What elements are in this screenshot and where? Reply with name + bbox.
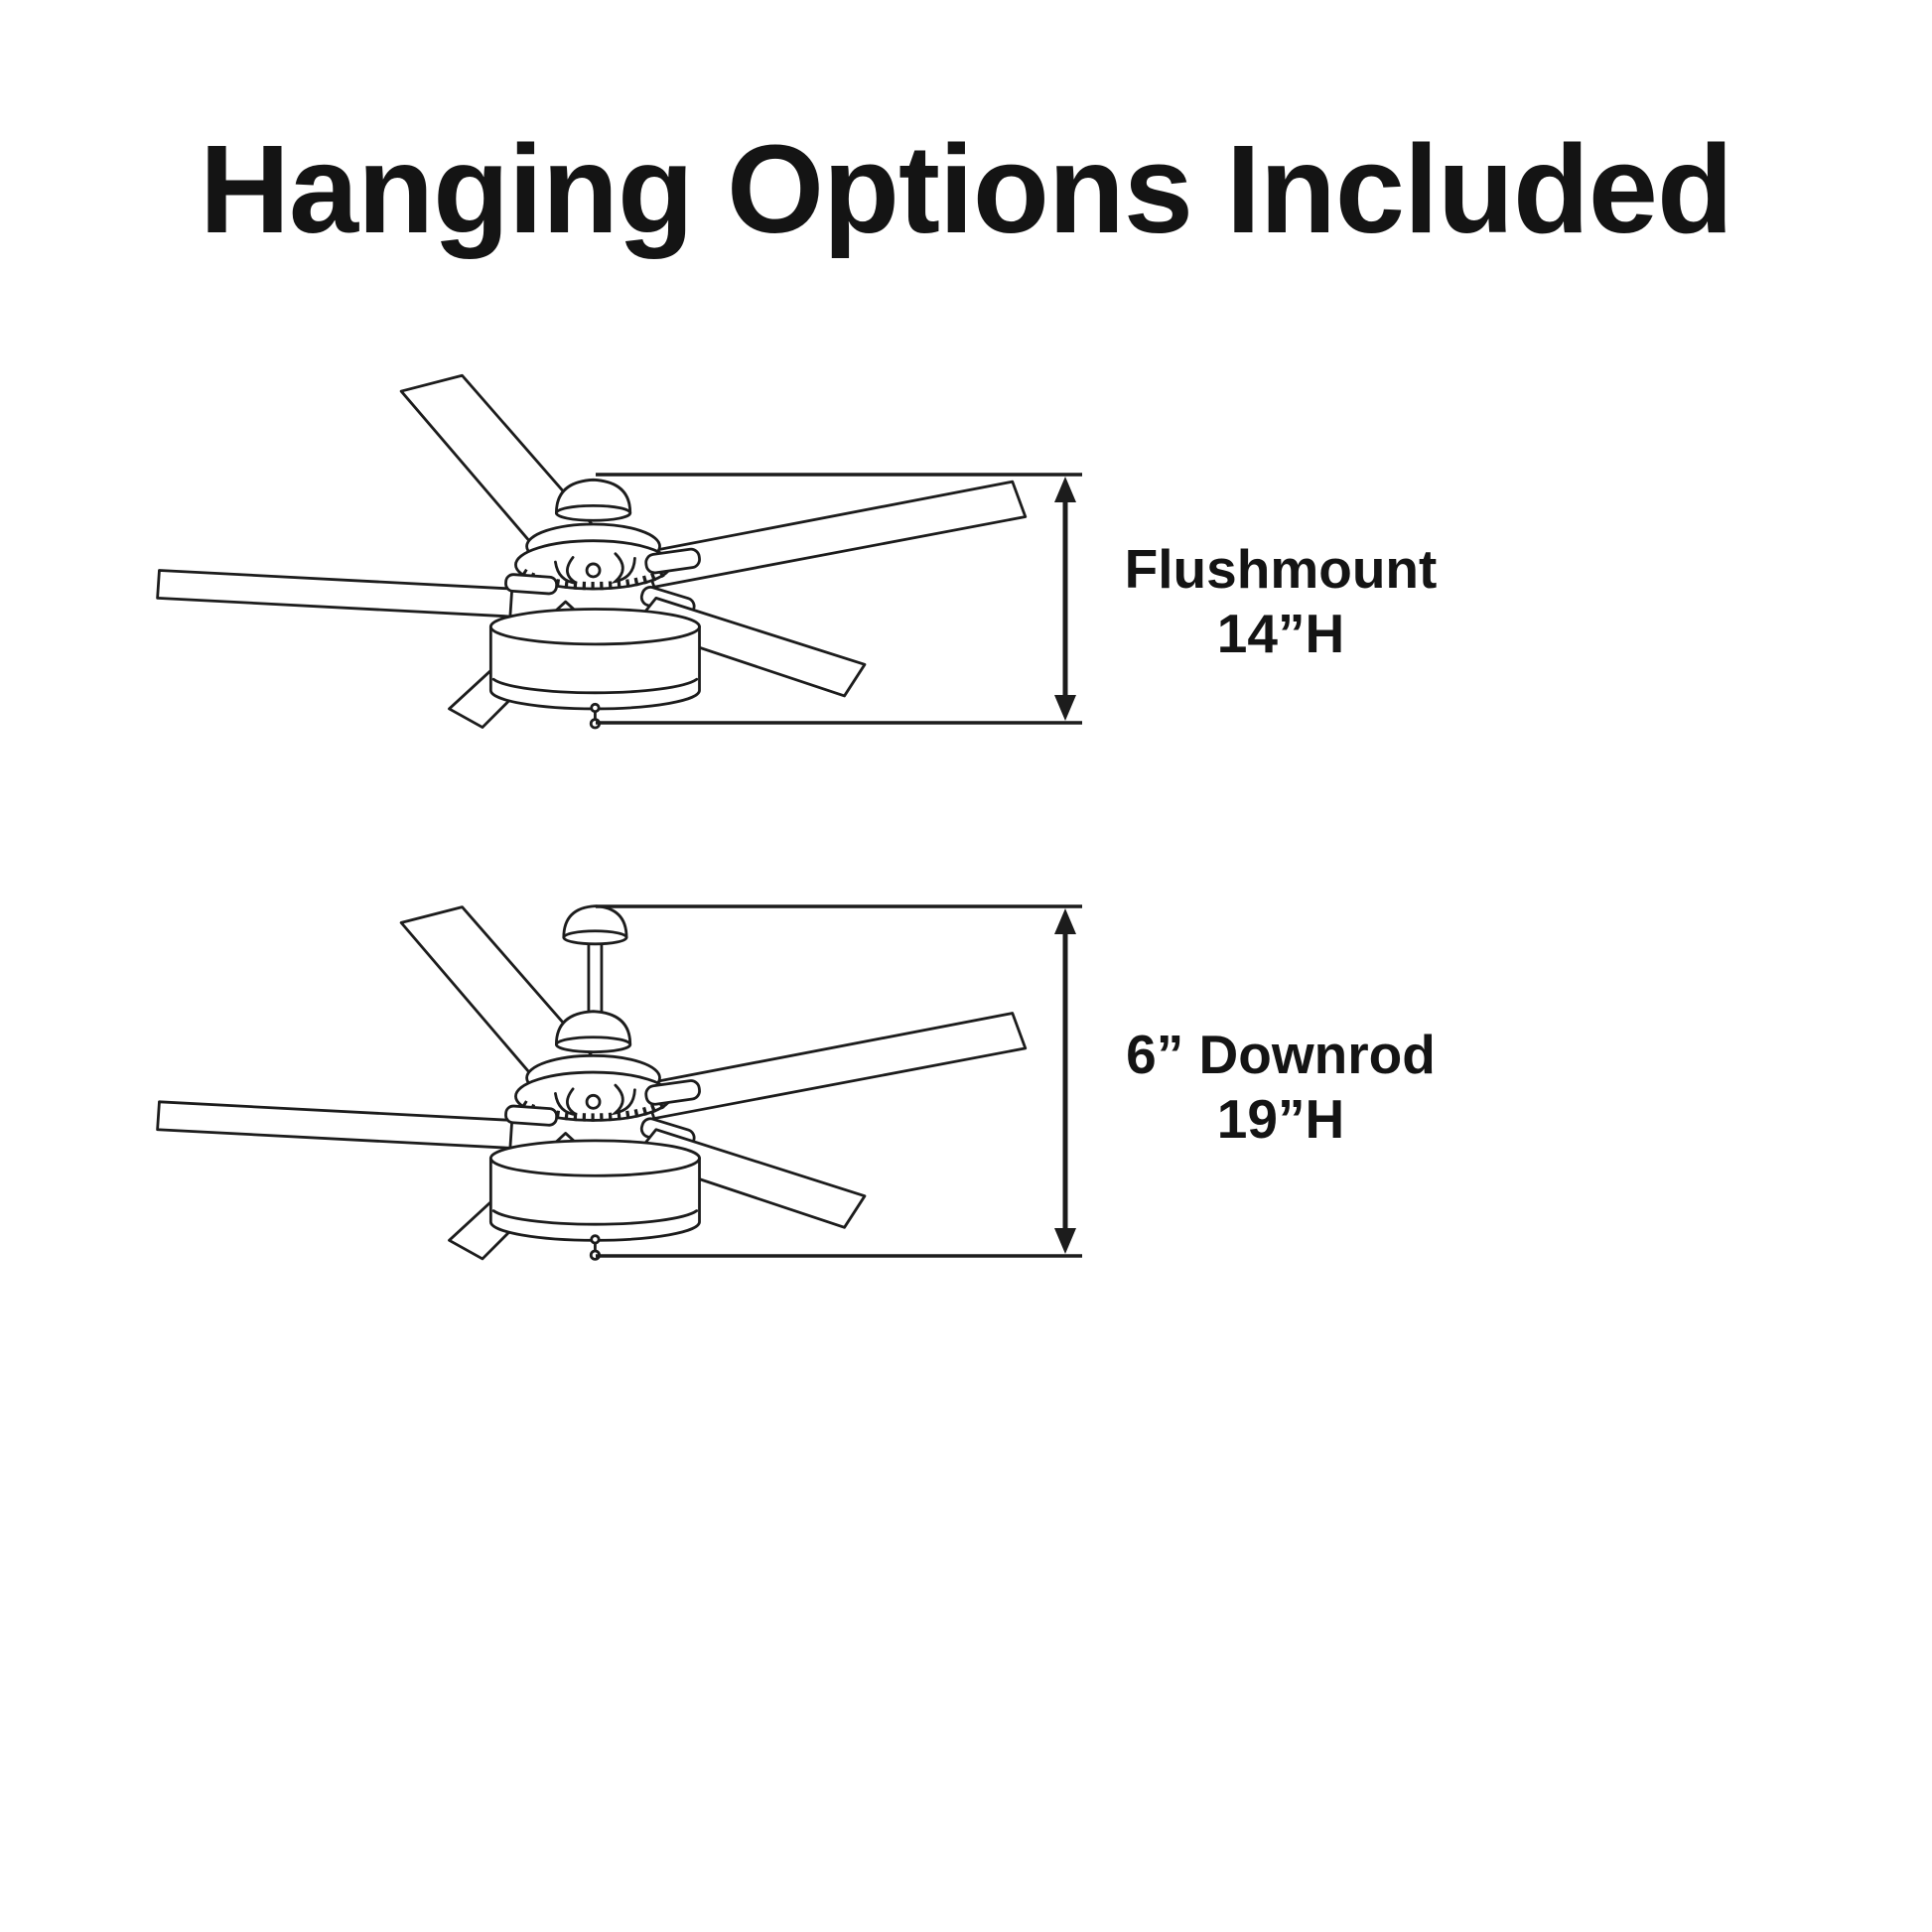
flushmount-label-name: Flushmount [1124, 538, 1438, 600]
flushmount-fan-illustration [156, 373, 1028, 730]
downrod-fan-illustration [156, 904, 1028, 1261]
flushmount-label-height: 14”H [1216, 602, 1345, 664]
flushmount-height-dimension-arrow [596, 473, 1082, 725]
downrod-height-dimension-arrow [596, 904, 1082, 1258]
flushmount-label: Flushmount 14”H [1092, 537, 1469, 666]
page-title: Hanging Options Included [200, 119, 1733, 259]
downrod-label: 6” Downrod 19”H [1092, 1023, 1469, 1152]
downrod-label-name: 6” Downrod [1126, 1024, 1436, 1085]
downrod-label-height: 19”H [1216, 1087, 1345, 1150]
